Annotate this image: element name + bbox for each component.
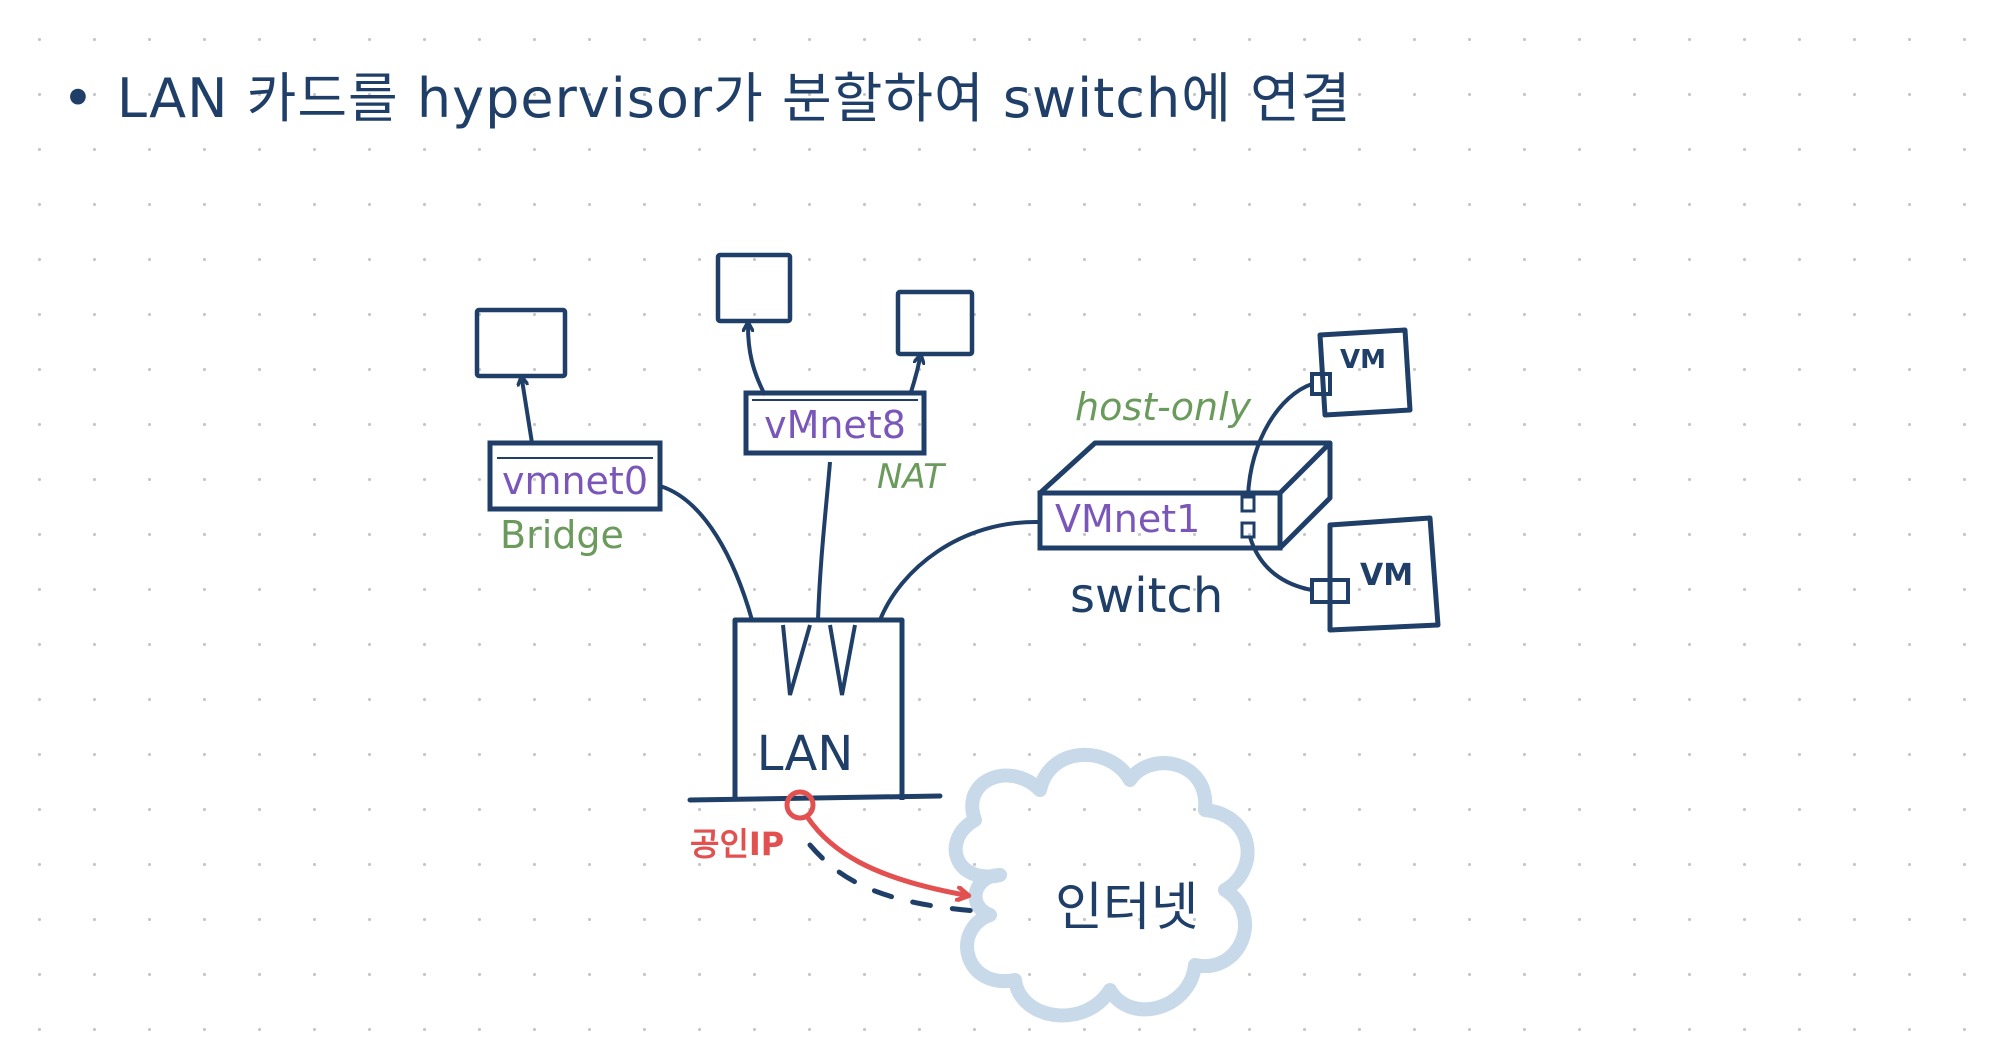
- nat-label: NAT: [877, 457, 946, 497]
- vmnet8-adapter: [743, 390, 927, 456]
- page-title: • LAN 카드를 hypervisor가 분할하여 switch에 연결: [62, 54, 1351, 133]
- link-lan-vmnet8: [816, 461, 832, 621]
- vm-top-label: VM: [1340, 345, 1386, 375]
- public-ip-label: 공인IP: [690, 825, 784, 863]
- host-only-label: host-only: [1075, 385, 1252, 429]
- dashed-link-internet: [807, 842, 993, 915]
- vm-bottom-label: VM: [1360, 558, 1413, 593]
- arrow-vmnet0-up: [522, 380, 534, 444]
- vmnet1-label: VMnet1: [1055, 497, 1200, 541]
- vmnet0-adapter: [487, 440, 663, 512]
- link-lan-vmnet0: [659, 484, 754, 621]
- monitor-bridge: [474, 307, 568, 379]
- public-ip-marker: [784, 789, 816, 821]
- title-text: LAN 카드를 hypervisor가 분할하여 switch에 연결: [116, 67, 1352, 130]
- vmnet0-label: vmnet0: [502, 459, 648, 503]
- switch-label: switch: [1070, 568, 1223, 624]
- arrow-vmnet8-right: [908, 358, 920, 396]
- arrow-vmnet8-left: [748, 326, 767, 396]
- monitor-nat-right: [895, 289, 975, 357]
- vmnet8-label: vMnet8: [764, 403, 906, 447]
- internet-label: 인터넷: [1055, 878, 1199, 938]
- lan-label: LAN: [757, 726, 854, 782]
- vm-bottom: [1310, 515, 1441, 633]
- internet-cloud: [948, 747, 1255, 1023]
- title-bullet: •: [62, 67, 95, 130]
- monitor-nat-left: [715, 252, 793, 324]
- link-lan-vmnet1: [878, 519, 1041, 621]
- link-switch-vm-top: [1246, 382, 1313, 498]
- arrow-public-ip-internet: [805, 815, 965, 895]
- bridge-label: Bridge: [500, 513, 624, 557]
- link-switch-vm-bottom: [1248, 536, 1313, 592]
